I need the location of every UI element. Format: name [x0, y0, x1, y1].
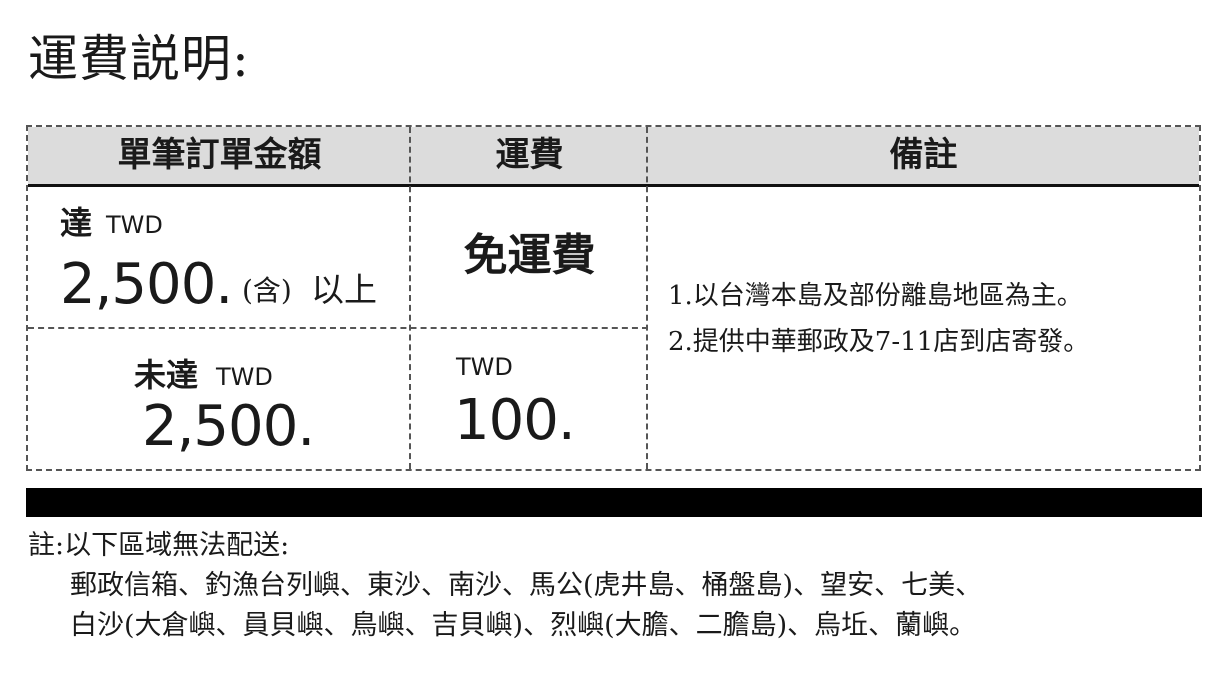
row1-suffix: 以上 [311, 270, 377, 309]
table-header-row: 單筆訂單金額 運費 備註 [28, 127, 1199, 187]
column-divider [409, 127, 411, 469]
divider-bar [26, 488, 1202, 517]
column-divider [646, 127, 648, 469]
row1-free-shipping: 免運費 [463, 230, 596, 281]
row-divider [28, 327, 648, 329]
remark-line-2: 2.提供中華郵政及7-11店到店寄發。 [668, 327, 1090, 357]
shipping-fee-table: 單筆訂單金額 運費 備註 達 TWD 2,500. (含) 以上 免運費 未達 … [26, 125, 1201, 471]
header-remark: 備註 [889, 135, 958, 175]
footer-note-label: 註:以下區域無法配送: [28, 530, 290, 561]
row2-currency: TWD [216, 363, 273, 391]
page-title: 運費説明: [28, 30, 250, 88]
row2-fee: 100. [454, 388, 576, 453]
header-order-amount: 單筆訂單金額 [117, 135, 322, 175]
footer-note-line-1: 郵政信箱、釣漁台列嶼、東沙、南沙、馬公(虎井島、桶盤島)、望安、七美、 [70, 570, 983, 601]
row1-currency: TWD [106, 211, 163, 239]
row1-condition: 達 [60, 204, 93, 242]
row2-fee-currency: TWD [456, 353, 513, 381]
remark-line-1: 1.以台灣本島及部份離島地區為主。 [668, 281, 1083, 311]
row1-suffix-paren: (含) [242, 274, 292, 307]
row1-amount: 2,500. [60, 252, 233, 317]
row2-amount: 2,500. [142, 394, 315, 459]
header-shipping-fee: 運費 [495, 135, 564, 175]
row2-condition: 未達 [134, 356, 199, 394]
footer-note-line-2: 白沙(大倉嶼、員貝嶼、鳥嶼、吉貝嶼)、烈嶼(大膽、二膽島)、烏坵、蘭嶼。 [70, 610, 977, 641]
